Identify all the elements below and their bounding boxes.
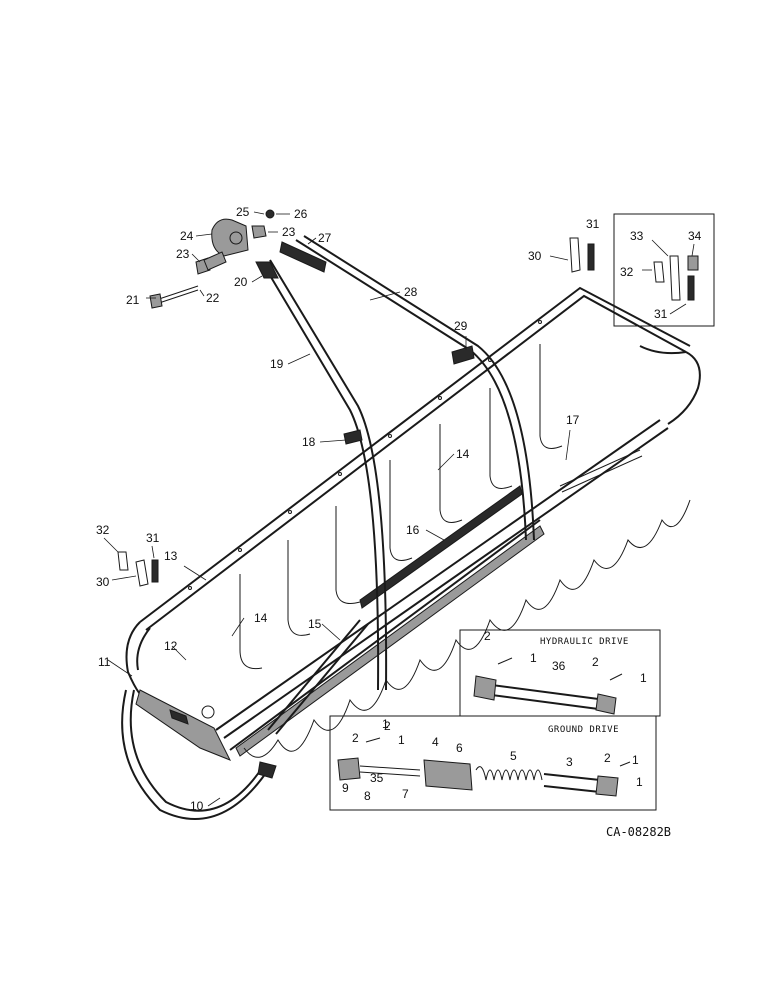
callout: 13 [164,549,178,563]
callout: 18 [302,435,316,449]
callout: 1 [636,775,643,789]
callout: 20 [234,275,248,289]
hitch-right [569,237,595,273]
callout: 1 [382,717,389,731]
callout: 2 [384,719,391,733]
callout: 34 [688,229,702,243]
callout: 9 [342,781,349,795]
callout: 8 [364,789,371,803]
callout: 7 [402,787,409,801]
callout: 3 [566,755,573,769]
callout: 29 [454,319,468,333]
callout: 33 [630,229,644,243]
callout: 2 [352,731,359,745]
callout: 19 [270,357,284,371]
callout: 2 [484,629,491,643]
callout: 17 [566,413,580,427]
callout: 26 [294,207,308,221]
strap [121,689,277,820]
callout: 32 [96,523,110,537]
ground-drive-inset [329,715,657,811]
callout: 28 [404,285,418,299]
callout: 1 [398,733,405,747]
callout: 14 [456,447,470,461]
callout: 10 [190,799,204,813]
ground-drive-title: GROUND DRIVE [548,725,619,735]
callout: 27 [318,231,332,245]
callout: 31 [146,531,160,545]
callout: 36 [552,659,566,673]
callout: 11 [98,655,111,669]
callout: 2 [592,655,599,669]
callout: 15 [308,617,322,631]
leader-lines [103,211,695,807]
callout: 4 [432,735,439,749]
callout: 1 [640,671,647,685]
callout: 31 [654,307,668,321]
callout: 31 [586,217,600,231]
callout: 16 [406,523,420,537]
hydraulic-drive-title: HYDRAULIC DRIVE [540,637,629,647]
callout: 32 [620,265,634,279]
callout: 23 [176,247,190,261]
callout-labels: 1 1 1 1 1 1 2 2 2 2 2 3 4 5 6 7 8 9 10 1… [96,205,702,839]
callout: 23 [282,225,296,239]
callout: 30 [528,249,542,263]
callout: 14 [254,611,268,625]
callout: 5 [510,749,517,763]
callout: 35 [370,771,384,785]
callout: 21 [126,293,140,307]
callout: 30 [96,575,110,589]
hitch-left [117,551,159,587]
callout: 25 [236,205,250,219]
drawing-code: CA-08282B [606,825,671,839]
callout: 2 [604,751,611,765]
callout: 22 [206,291,220,305]
inset-clamp [613,213,715,327]
callout: 6 [456,741,463,755]
callout: 12 [164,639,178,653]
hardware-top [149,209,275,309]
callout: 1 [530,651,537,665]
callout: 24 [180,229,194,243]
arch-bows [255,235,535,735]
callout: 1 [632,753,639,767]
